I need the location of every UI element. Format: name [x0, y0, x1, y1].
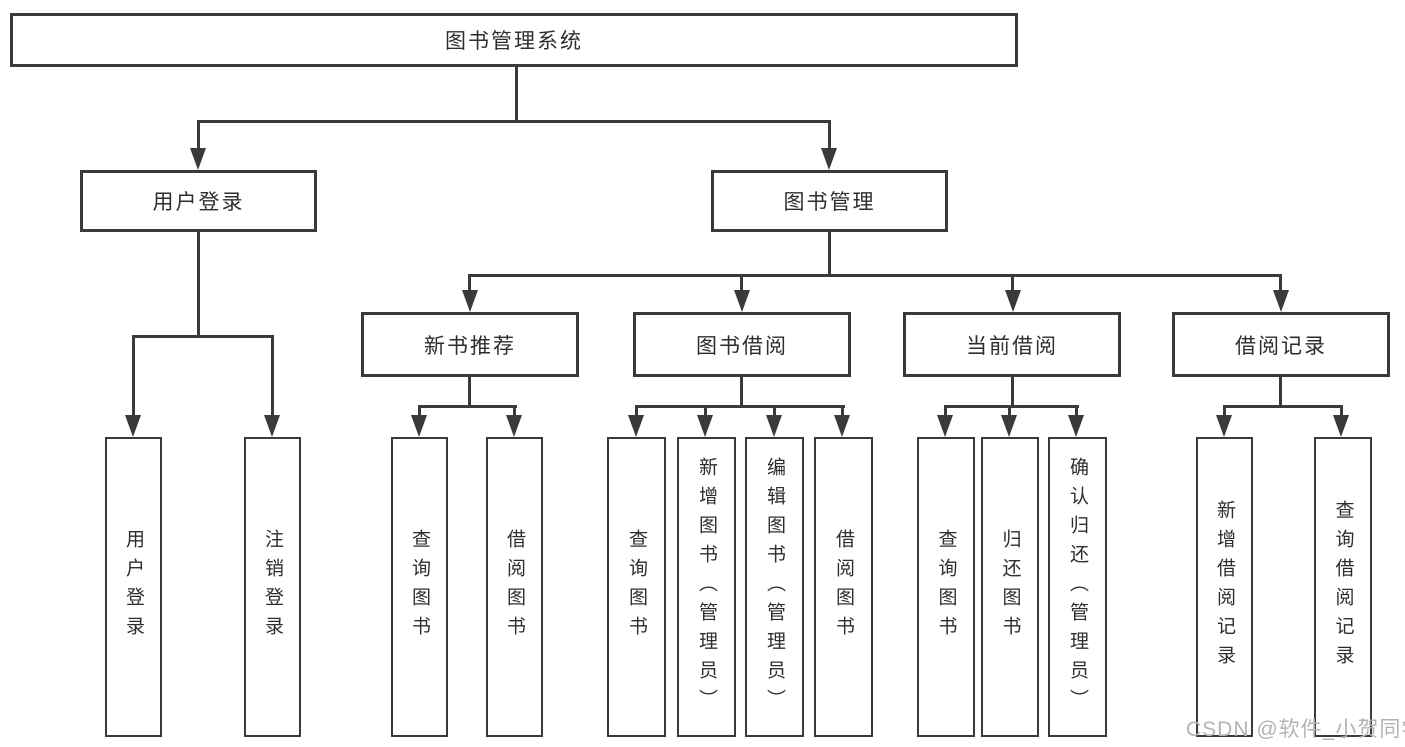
arrow-down-icon	[190, 148, 206, 170]
connector-stub-module	[468, 274, 471, 294]
arrow-down-icon	[462, 290, 478, 312]
node-book-borrow-label: 图书借阅	[696, 334, 788, 358]
node-root: 图书管理系统	[10, 13, 1018, 67]
arrow-down-icon	[506, 415, 522, 437]
arrow-down-icon	[1068, 415, 1084, 437]
connector-stub-leaf	[132, 335, 135, 419]
node-new-books: 新书推荐	[361, 312, 579, 377]
connector-stub-leaf	[704, 405, 707, 418]
leaf-confirm-return-admin-label: 确认归还（管理员）	[1067, 456, 1088, 718]
connector-current-borrow-trunk	[1011, 377, 1014, 407]
leaf-query-books-borrow-label: 查询图书	[626, 529, 647, 645]
leaf-edit-book-admin: 编辑图书（管理员）	[745, 437, 804, 737]
leaf-query-borrow-record-label: 查询借阅记录	[1332, 500, 1354, 674]
leaf-add-borrow-record: 新增借阅记录	[1196, 437, 1253, 737]
connector-stub-leaf	[841, 405, 844, 418]
connector-stub-leaf	[1075, 405, 1078, 418]
node-current-borrow-label: 当前借阅	[966, 334, 1058, 358]
leaf-logout-label: 注销登录	[262, 529, 283, 645]
connector-borrow-records-trunk	[1279, 377, 1282, 407]
connector-level3-rail	[469, 274, 1282, 277]
connector-stub-leaf	[944, 405, 947, 418]
leaf-query-books-current-label: 查询图书	[935, 529, 957, 645]
node-borrow-records: 借阅记录	[1172, 312, 1390, 377]
arrow-down-icon	[411, 415, 427, 437]
leaf-return-books: 归还图书	[981, 437, 1039, 737]
connector-stub-leaf	[635, 405, 638, 418]
connector-stub-module	[1279, 274, 1282, 294]
leaf-user-login: 用户登录	[105, 437, 162, 737]
leaf-user-login-label: 用户登录	[123, 529, 144, 645]
arrow-down-icon	[264, 415, 280, 437]
connector-book-borrow-trunk	[740, 377, 743, 407]
connector-stub-leaf	[513, 405, 516, 418]
node-book-mgmt: 图书管理	[711, 170, 948, 232]
leaf-borrow-books-new-label: 借阅图书	[504, 529, 525, 645]
node-book-borrow: 图书借阅	[633, 312, 851, 377]
node-current-borrow: 当前借阅	[903, 312, 1121, 377]
connector-stub-module	[1011, 274, 1014, 294]
node-user-login-label: 用户登录	[152, 191, 245, 214]
csdn-watermark: CSDN @软件_小贺同学	[1186, 718, 1405, 741]
connector-stub-leaf	[1340, 405, 1343, 418]
arrow-down-icon	[1005, 290, 1021, 312]
arrow-down-icon	[834, 415, 850, 437]
connector-current-borrow-rail	[944, 405, 1079, 408]
arrow-down-icon	[628, 415, 644, 437]
leaf-query-books-borrow: 查询图书	[607, 437, 666, 737]
leaf-add-borrow-record-label: 新增借阅记录	[1214, 500, 1235, 674]
connector-stub-book-mgmt	[828, 120, 831, 153]
arrow-down-icon	[1216, 415, 1232, 437]
connector-stub-leaf	[1008, 405, 1011, 418]
connector-level1-rail	[197, 120, 831, 123]
connector-user-login-rail	[132, 335, 274, 338]
leaf-borrow-books: 借阅图书	[814, 437, 873, 737]
node-root-label: 图书管理系统	[445, 30, 583, 53]
node-book-mgmt-label: 图书管理	[783, 191, 876, 214]
arrow-down-icon	[766, 415, 782, 437]
arrow-down-icon	[821, 148, 837, 170]
leaf-query-books-new: 查询图书	[391, 437, 448, 737]
arrow-down-icon	[1333, 415, 1349, 437]
arrow-down-icon	[1273, 290, 1289, 312]
connector-stub-user-login	[197, 120, 200, 153]
leaf-borrow-books-label: 借阅图书	[833, 529, 854, 645]
leaf-return-books-label: 归还图书	[999, 529, 1021, 645]
connector-new-books-rail	[418, 405, 517, 408]
node-user-login: 用户登录	[80, 170, 317, 232]
leaf-add-book-admin-label: 新增图书（管理员）	[696, 456, 717, 718]
arrow-down-icon	[734, 290, 750, 312]
connector-stub-leaf	[418, 405, 421, 418]
leaf-query-borrow-record: 查询借阅记录	[1314, 437, 1372, 737]
connector-stub-leaf	[773, 405, 776, 418]
connector-new-books-trunk	[468, 377, 471, 407]
leaf-add-book-admin: 新增图书（管理员）	[677, 437, 736, 737]
connector-book-borrow-rail	[635, 405, 845, 408]
connector-stub-leaf	[271, 335, 274, 419]
leaf-edit-book-admin-label: 编辑图书（管理员）	[764, 456, 785, 718]
leaf-logout: 注销登录	[244, 437, 301, 737]
arrow-down-icon	[1001, 415, 1017, 437]
leaf-query-books-current: 查询图书	[917, 437, 975, 737]
leaf-confirm-return-admin: 确认归还（管理员）	[1048, 437, 1107, 737]
arrow-down-icon	[937, 415, 953, 437]
connector-user-login-trunk	[197, 232, 200, 337]
connector-book-mgmt-trunk	[828, 232, 831, 276]
node-borrow-records-label: 借阅记录	[1235, 334, 1327, 358]
connector-borrow-records-rail	[1223, 405, 1343, 408]
leaf-borrow-books-new: 借阅图书	[486, 437, 543, 737]
arrow-down-icon	[125, 415, 141, 437]
leaf-query-books-new-label: 查询图书	[409, 529, 430, 645]
arrow-down-icon	[697, 415, 713, 437]
connector-root-trunk	[515, 65, 518, 122]
connector-stub-module	[740, 274, 743, 294]
node-new-books-label: 新书推荐	[424, 334, 516, 358]
connector-stub-leaf	[1223, 405, 1226, 418]
